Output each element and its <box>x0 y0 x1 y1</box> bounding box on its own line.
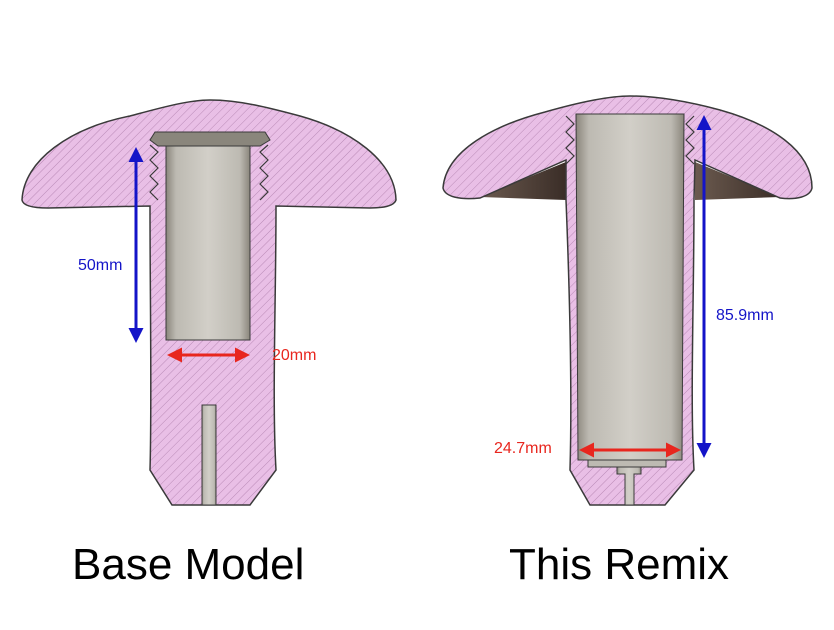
remix-width-label: 24.7mm <box>494 440 552 457</box>
base-model-thread-left <box>149 144 159 201</box>
remix-thread-right <box>685 115 695 165</box>
base-width-label: 20mm <box>272 347 316 364</box>
base-model-cavity <box>165 145 251 341</box>
remix-bottom-shelf <box>587 459 667 468</box>
remix-depth-label: 85.9mm <box>716 307 774 324</box>
remix-section: 85.9mm 24.7mm <box>442 95 813 506</box>
remix-cavity <box>575 113 685 461</box>
remix-t-slot <box>616 466 642 506</box>
base-model-slot <box>201 404 217 506</box>
remix-thread-left <box>565 115 575 165</box>
remix-cap-underside-right <box>695 162 780 200</box>
base-model-thread-right <box>259 144 269 201</box>
remix-cap-underside <box>480 162 566 200</box>
base-model-section: 50mm 20mm <box>21 99 397 506</box>
remix-caption: This Remix <box>509 540 730 589</box>
base-depth-label: 50mm <box>78 257 122 274</box>
base-model-hole-top <box>149 131 271 147</box>
base-model-caption: Base Model <box>72 540 305 589</box>
